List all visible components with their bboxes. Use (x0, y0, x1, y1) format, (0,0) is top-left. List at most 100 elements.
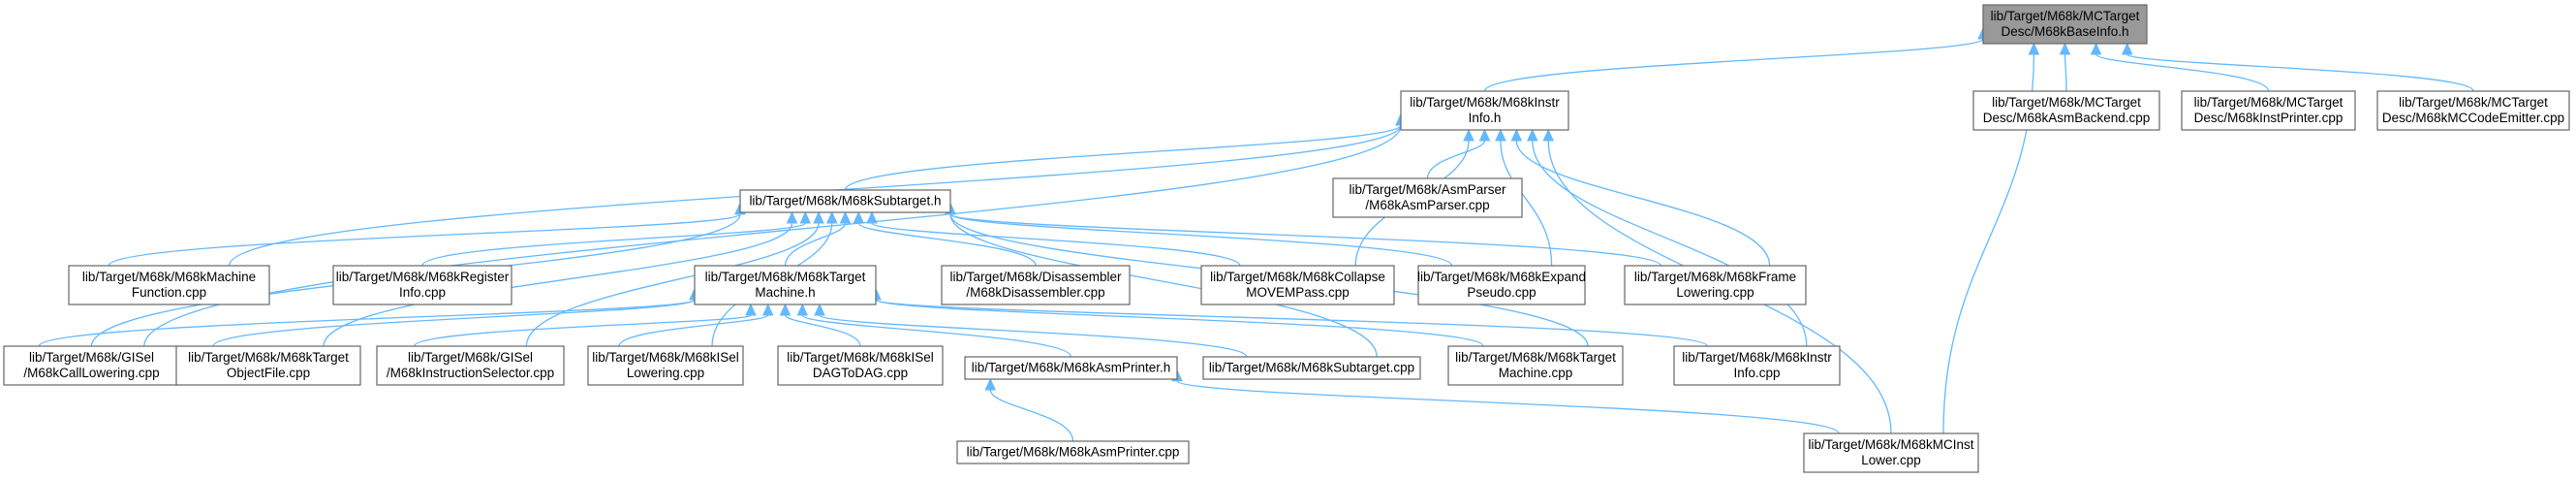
arrowhead-n9-n19 (796, 303, 809, 316)
node-label-line: lib/Target/M68k/M68kSubtarget.cpp (1209, 361, 1414, 375)
node-box[interactable] (1673, 345, 1841, 386)
node-box[interactable] (3, 345, 180, 386)
arrowhead-n1-n11 (1463, 128, 1474, 142)
node-box[interactable] (1447, 345, 1624, 386)
node-label-line: Machine.h (755, 285, 815, 300)
edge-n1-n12 (1500, 140, 1553, 267)
edge-n1-n22 (1532, 140, 1808, 347)
node-box[interactable] (332, 265, 512, 305)
edge-n9-n18 (784, 314, 861, 347)
arrowhead-n5-n16 (813, 210, 824, 224)
node-label-line: lib/Target/M68k/M68kMCInst (1808, 437, 1973, 452)
node-box[interactable] (587, 345, 744, 386)
node-box[interactable] (2376, 90, 2570, 131)
node-box[interactable] (1202, 356, 1421, 380)
graph-node[interactable]: lib/Target/M68k/MCTargetDesc/M68kMCCodeE… (2376, 90, 2570, 131)
node-box[interactable] (2181, 90, 2356, 131)
edge-n5-n12 (949, 213, 1453, 267)
edge-n1-n6 (1426, 140, 1486, 179)
node-label-line: Desc/M68kMCCodeEmitter.cpp (2382, 111, 2564, 125)
node-label-line: Machine.cpp (1499, 366, 1573, 380)
node-label-line: Lowering.cpp (1676, 285, 1754, 300)
node-box[interactable] (739, 189, 951, 213)
node-label-line: lib/Target/M68k/M68kRegister (336, 270, 510, 284)
node-label-line: lib/Target/M68k/M68kAsmPrinter.h (972, 361, 1171, 375)
node-label-line: lib/Target/M68k/M68kISel (787, 350, 934, 365)
arrowhead-n9-n16 (745, 303, 757, 316)
edge-n1-n14 (143, 124, 1402, 347)
node-label-line: lib/Target/M68k/M68kMachine (82, 270, 256, 284)
node-label-line: /M68kCallLowering.cpp (23, 366, 159, 380)
edge-n9-n15 (212, 299, 696, 347)
edge-n0-n3 (2095, 53, 2270, 92)
edge-n19-n24 (989, 389, 1074, 442)
node-box[interactable] (1417, 265, 1586, 305)
edge-n9-n19 (801, 314, 1072, 358)
node-box[interactable] (1200, 265, 1395, 305)
graph-node[interactable]: lib/Target/M68k/MCTargetDesc/M68kAsmBack… (1972, 90, 2160, 131)
graph-node[interactable]: lib/Target/M68k/M68kAsmPrinter.cpp (956, 440, 1190, 464)
graph-node[interactable]: lib/Target/M68k/M68kSubtarget.h (739, 189, 951, 213)
node-box[interactable] (1400, 90, 1569, 131)
node-box[interactable] (694, 265, 877, 305)
edge-n9-n20 (819, 314, 1248, 358)
node-box[interactable] (964, 356, 1178, 380)
node-box[interactable] (1982, 4, 2148, 45)
arrowhead-n5-n17 (825, 210, 838, 224)
edge-n5-n9 (784, 222, 847, 267)
arrowhead-n0-n23 (2028, 42, 2040, 55)
node-box[interactable] (1803, 432, 1979, 473)
node-box[interactable] (777, 345, 944, 386)
node-label-line: lib/Target/M68k/M68kISel (592, 350, 739, 365)
graph-node[interactable]: lib/Target/M68k/Disassembler/M68kDisasse… (941, 265, 1131, 305)
node-label-line: Info.cpp (399, 285, 446, 300)
graph-node[interactable]: lib/Target/M68k/MCTargetDesc/M68kInstPri… (2181, 90, 2356, 131)
node-box[interactable] (1332, 177, 1523, 218)
arrowhead-n0-n4 (2121, 42, 2133, 55)
node-box[interactable] (376, 345, 565, 386)
arrowhead-n1-n23 (1542, 128, 1555, 142)
edge-n1-n13 (1515, 140, 1771, 267)
node-box[interactable] (1624, 265, 1807, 305)
graph-node[interactable]: lib/Target/M68k/GISel/M68kInstructionSel… (376, 345, 565, 386)
arrowhead-n1-n13 (1510, 128, 1523, 142)
graph-node[interactable]: lib/Target/M68k/M68kSubtarget.cpp (1202, 356, 1421, 380)
graph-node[interactable]: lib/Target/M68k/M68kCollapseMOVEMPass.cp… (1200, 265, 1395, 305)
node-label-line: MOVEMPass.cpp (1246, 285, 1350, 300)
node-label-line: lib/Target/M68k/M68kTarget (188, 350, 349, 365)
node-label-line: lib/Target/M68k/GISel (29, 350, 154, 365)
edge-n5-n7 (108, 213, 741, 267)
edge-n5-n20 (949, 213, 1378, 358)
graph-node[interactable]: lib/Target/M68k/AsmParser/M68kAsmParser.… (1332, 177, 1523, 218)
graph-node[interactable]: lib/Target/M68k/M68kAsmPrinter.h (964, 356, 1178, 380)
node-box[interactable] (68, 265, 270, 305)
node-label-line: lib/Target/M68k/Disassembler (949, 270, 1122, 284)
node-label-line: lib/Target/M68k/MCTarget (1991, 9, 2140, 23)
graph-node[interactable]: lib/Target/M68k/MCTargetDesc/M68kBaseInf… (1982, 4, 2148, 45)
edge-n9-n14 (38, 299, 696, 347)
node-box[interactable] (956, 440, 1190, 464)
arrowhead-n1-n22 (1527, 128, 1538, 142)
node-box[interactable] (1972, 90, 2160, 131)
node-label-line: lib/Target/M68k/M68kInstr (1410, 95, 1560, 110)
node-label-line: Lowering.cpp (627, 366, 704, 380)
node-box[interactable] (941, 265, 1131, 305)
graph-node[interactable]: lib/Target/M68k/GISel/M68kCallLowering.c… (3, 345, 180, 386)
node-label-line: Pseudo.cpp (1467, 285, 1536, 300)
edge-n0-n1 (1483, 38, 1984, 92)
arrowhead-n0-n2 (2059, 42, 2071, 55)
node-box[interactable] (175, 345, 361, 386)
edge-n0-n2 (2064, 53, 2067, 92)
